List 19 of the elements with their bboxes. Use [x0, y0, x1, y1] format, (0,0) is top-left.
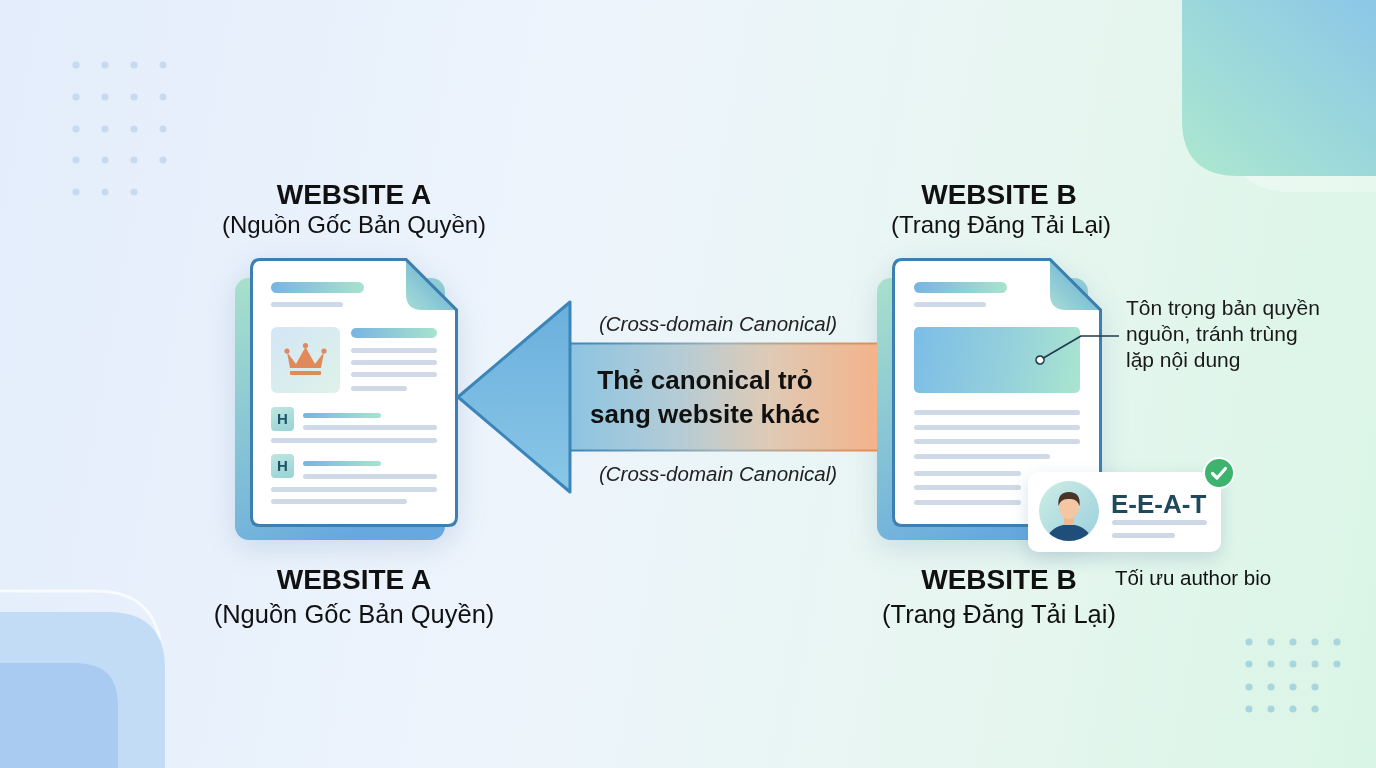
leader-line	[1035, 335, 1120, 365]
caption-text: Tối ưu author bio	[1115, 566, 1272, 590]
big-arrow	[456, 300, 877, 494]
site-title: WEBSITE B	[921, 179, 1077, 211]
site-title: WEBSITE B	[921, 564, 1077, 596]
image-placeholder	[914, 327, 1080, 393]
heading-tag: H	[271, 407, 294, 431]
site-title: WEBSITE A	[276, 179, 432, 211]
site-subtitle: (Trang Đăng Tải Lại)	[882, 599, 1116, 629]
annotation-text: (Cross-domain Canonical)	[598, 462, 838, 486]
callout-text: Tôn trọng bản quyền nguồn, tránh trùng lặp nội dung	[1119, 295, 1329, 373]
site-subtitle: (Trang Đăng Tải Lại)	[890, 211, 1112, 239]
site-title: WEBSITE A	[276, 564, 432, 596]
edge-label: Thẻ canonical trỏ sang website khác	[589, 364, 821, 431]
heading-tag: H	[271, 454, 294, 478]
annotation-text: (Cross-domain Canonical)	[598, 312, 838, 336]
site-subtitle: (Nguồn Gốc Bản Quyền)	[213, 599, 495, 629]
card-title: E-E-A-T	[1111, 489, 1207, 519]
site-subtitle: (Nguồn Gốc Bản Quyền)	[221, 211, 487, 239]
